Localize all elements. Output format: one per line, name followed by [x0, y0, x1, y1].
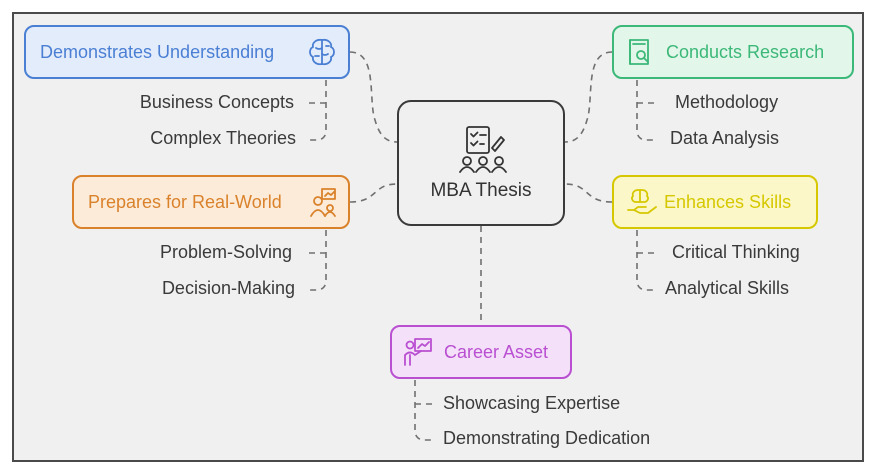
connector-research — [564, 51, 613, 143]
center-node: MBA Thesis — [397, 100, 565, 226]
understanding-item-1: Business Concepts — [139, 92, 294, 112]
bracket-realworld — [306, 230, 327, 291]
presentation-icon — [404, 338, 432, 366]
skills-item-1: Critical Thinking — [672, 242, 800, 262]
realworld-item-1: Problem-Solving — [159, 242, 292, 262]
branch-skills-title: Enhances Skills — [664, 191, 792, 212]
career-item-2: Demonstrating Dedication — [443, 428, 651, 448]
book-search-icon — [629, 39, 649, 65]
center-title: MBA Thesis — [430, 180, 532, 201]
connector-understanding — [349, 51, 398, 143]
branch-research-title: Conducts Research — [666, 41, 825, 62]
bracket-research — [636, 80, 657, 141]
bracket-understanding — [306, 80, 327, 141]
connector-realworld — [349, 183, 398, 203]
bracket-skills — [636, 230, 657, 291]
branch-understanding: Demonstrates Understanding — [24, 25, 350, 79]
branch-career: Career Asset — [390, 325, 572, 379]
diagram-frame — [12, 12, 864, 462]
hand-brain-icon — [627, 189, 657, 214]
connector-skills — [564, 183, 613, 203]
branch-realworld: Prepares for Real-World — [72, 175, 350, 229]
brain-icon — [309, 38, 335, 66]
branch-skills: Enhances Skills — [612, 175, 818, 229]
branch-realworld-title: Prepares for Real-World — [88, 191, 282, 212]
skills-item-2: Analytical Skills — [665, 278, 790, 298]
branch-career-title: Career Asset — [444, 341, 549, 362]
research-item-2: Data Analysis — [670, 128, 780, 148]
branch-research: Conducts Research — [612, 25, 854, 79]
branch-understanding-title: Demonstrates Understanding — [40, 41, 275, 62]
bracket-career — [414, 380, 435, 441]
research-item-1: Methodology — [675, 92, 779, 112]
career-item-1: Showcasing Expertise — [443, 393, 621, 413]
realworld-item-2: Decision-Making — [161, 278, 295, 298]
presenter-chart-icon — [310, 188, 336, 217]
thesis-team-icon — [459, 126, 507, 173]
understanding-item-2: Complex Theories — [150, 128, 296, 148]
